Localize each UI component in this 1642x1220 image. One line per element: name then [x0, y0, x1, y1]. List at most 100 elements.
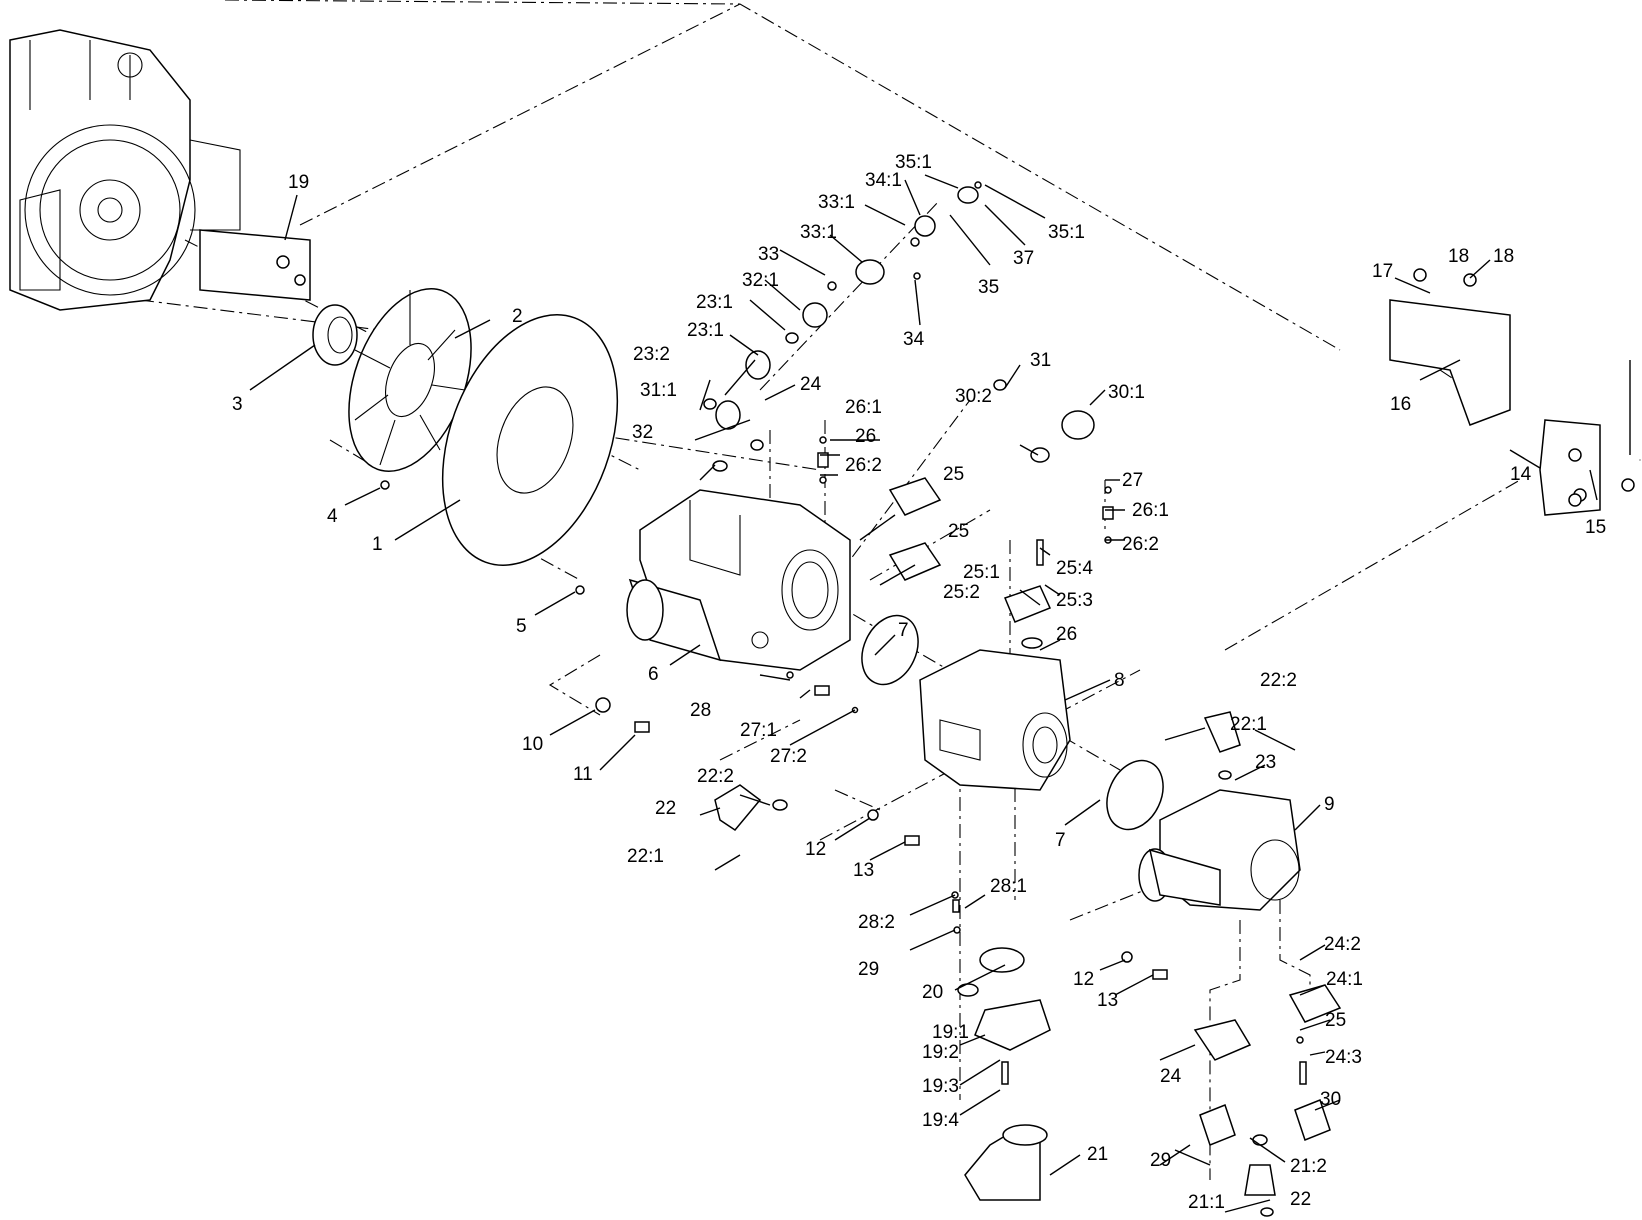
callout: 27:2	[770, 746, 807, 767]
callout: 15	[1585, 517, 1606, 538]
callout: 25:2	[943, 582, 980, 603]
main-pump-assembly	[626, 489, 851, 671]
callout: 1	[372, 534, 383, 555]
callout: 25	[943, 464, 964, 485]
callout: 32:1	[742, 270, 779, 291]
suction-flange-and-tube	[964, 947, 1051, 1201]
callout: 30:1	[1108, 382, 1145, 403]
callout: 19:4	[922, 1110, 959, 1131]
callout: 7	[1055, 830, 1066, 851]
coupling-plate	[348, 288, 472, 472]
callout: 8	[1114, 670, 1125, 691]
callout: 34:1	[865, 170, 902, 191]
callout: 33	[758, 244, 779, 265]
callout: 4	[327, 506, 338, 527]
callout: 34	[903, 329, 925, 350]
callout: 18	[1448, 246, 1469, 267]
callout: 35:1	[1048, 222, 1085, 243]
leader-lines	[249, 174, 1631, 1213]
callout: 19:1	[932, 1022, 969, 1043]
callout: 31	[1030, 350, 1051, 371]
callout: 24	[1160, 1066, 1182, 1087]
second-pump-assembly	[919, 649, 1071, 791]
callout: 26	[855, 426, 876, 447]
third-pump-assembly	[1138, 789, 1301, 911]
fitting-30	[993, 379, 1095, 463]
callout: 11	[573, 764, 593, 785]
callout: 18	[1493, 246, 1514, 267]
callout: 22	[1290, 1189, 1311, 1210]
callout: 24:2	[1324, 934, 1361, 955]
callout: 26:1	[1132, 500, 1169, 521]
callout: 26:2	[845, 455, 882, 476]
callout: 27	[1122, 470, 1143, 491]
callout: 30:2	[955, 386, 992, 407]
callout: 35	[978, 277, 999, 298]
callout-labels: 19 3 2 4 1 5 6 7 8 7 9 10 11 12 13 12 13…	[232, 152, 1606, 1213]
callout: 14	[1510, 464, 1532, 485]
callout: 30	[1320, 1089, 1341, 1110]
callout: 37	[1013, 248, 1034, 269]
callout: 26:1	[845, 397, 882, 418]
callout: 3	[232, 394, 243, 415]
o-ring-7-lower	[1106, 759, 1164, 831]
callout: 6	[648, 664, 659, 685]
callout: 23	[1255, 752, 1276, 773]
callout: 25:3	[1056, 590, 1093, 611]
callout: 9	[1324, 794, 1335, 815]
callout: 22:1	[1230, 714, 1267, 735]
callout: 26	[1056, 624, 1077, 645]
callout: 31:1	[640, 380, 677, 401]
callout: 29	[1150, 1150, 1171, 1171]
callout: 25:1	[963, 562, 1000, 583]
callout: 25	[948, 521, 969, 542]
callout: 21:2	[1290, 1156, 1327, 1177]
callout: 22:2	[697, 766, 734, 787]
bracket-left	[199, 229, 311, 301]
engine-block	[9, 29, 241, 311]
callout: 17	[1372, 261, 1393, 282]
callout: 24:1	[1326, 969, 1363, 990]
callout: 32	[632, 422, 653, 443]
drive-gear	[312, 304, 358, 366]
callout: 7	[898, 620, 909, 641]
fitting-chain	[703, 181, 982, 472]
callout: 16	[1390, 394, 1411, 415]
callout: 23:2	[633, 344, 670, 365]
callout: 26:2	[1122, 534, 1159, 555]
callout: 24:3	[1325, 1047, 1362, 1068]
callout: 24	[800, 374, 822, 395]
callout: 12	[1073, 969, 1094, 990]
callout: 20	[922, 982, 943, 1003]
mounting-brackets-right	[1389, 299, 1601, 516]
callout: 28:2	[858, 912, 895, 933]
callout: 21:1	[1188, 1192, 1225, 1213]
callout: 29	[858, 959, 879, 980]
flange-clamps	[888, 477, 1052, 649]
callout: 28:1	[990, 876, 1027, 897]
callout: 25:4	[1056, 558, 1093, 579]
callout: 13	[1097, 990, 1118, 1011]
callout: 21	[1087, 1144, 1108, 1165]
callout: 22:1	[627, 846, 664, 867]
flex-plate	[441, 314, 619, 566]
callout: 27:1	[740, 720, 777, 741]
callout: 19:3	[922, 1076, 959, 1097]
callout: 10	[522, 734, 543, 755]
callout: 28	[690, 700, 711, 721]
callout: 19	[288, 172, 309, 193]
callout: 35:1	[895, 152, 932, 173]
callout: 12	[805, 839, 826, 860]
flanges-and-fittings-lower	[1193, 984, 1342, 1217]
callout: 5	[516, 616, 527, 637]
callout: 2	[512, 306, 523, 327]
callout: 23:1	[696, 292, 733, 313]
callout: 33:1	[800, 222, 837, 243]
callout: 22:2	[1260, 670, 1297, 691]
callout: 25	[1325, 1010, 1346, 1031]
callout: 33:1	[818, 192, 855, 213]
o-ring-7-upper	[861, 614, 919, 686]
callout: 19:2	[922, 1042, 959, 1063]
